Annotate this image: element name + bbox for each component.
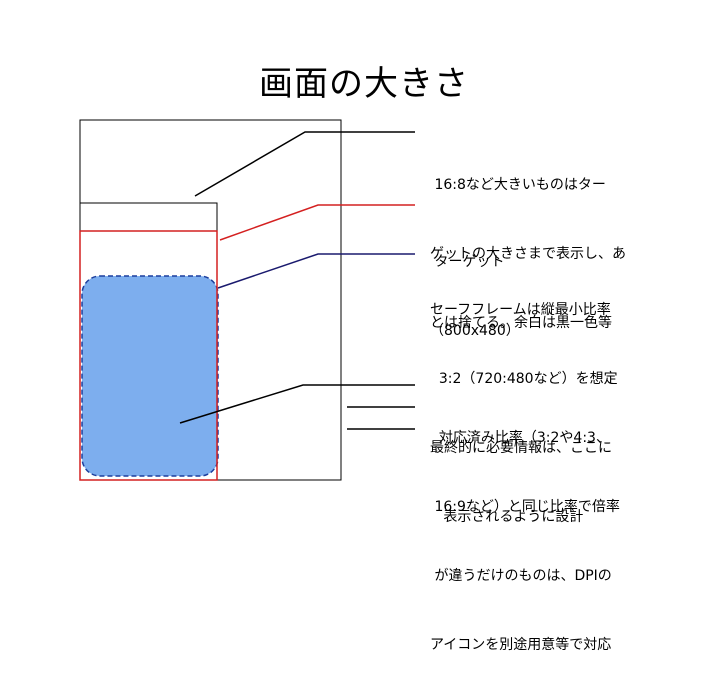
leader-line-large-ratio — [194, 131, 415, 197]
annotation-line: 16:8など大きいものはター — [430, 177, 606, 193]
annotation-line: アイコンを別途用意等で対応 — [430, 637, 612, 653]
annotation-line: が違うだけのものは、DPIの — [430, 568, 612, 584]
annotation-line: とは捨てる。余白は黒一色等 — [430, 315, 612, 331]
annotation-line: （800x480） — [430, 323, 520, 339]
leader-line-safe-frame — [217, 253, 415, 289]
annotation-line: セーフフレームは縦最小比率 — [430, 302, 611, 318]
annotation-line: 3:2（720:480など）を想定 — [430, 371, 618, 387]
screen-size-diagram — [79, 119, 415, 481]
leader-line-same-ratio — [179, 384, 415, 424]
leader-line-target — [219, 204, 415, 241]
annotation-line: 対応済み比率（3:2や4:3、 — [430, 430, 610, 446]
annotation-line: 最終的に必要情報は、ここに — [430, 440, 612, 456]
annotation-same-ratio: 対応済み比率（3:2や4:3、 16:9など）と同じ比率で倍率 が違うだけのもの… — [430, 381, 620, 680]
target-frame — [79, 230, 218, 481]
annotation-large-ratio: 16:8など大きいものはター ゲットの大きさまで表示し、あ とは捨てる。余白は黒… — [430, 128, 626, 358]
annotation-line: 16:9など）と同じ比率で倍率 — [430, 499, 620, 515]
annotation-line: ゲットの大きさまで表示し、あ — [430, 246, 626, 262]
annotation-line: ターゲット — [430, 254, 505, 270]
safe-frame — [81, 275, 219, 477]
slide-title: 画面の大きさ — [259, 64, 469, 104]
annotation-target: ターゲット （800x480） — [430, 205, 520, 366]
